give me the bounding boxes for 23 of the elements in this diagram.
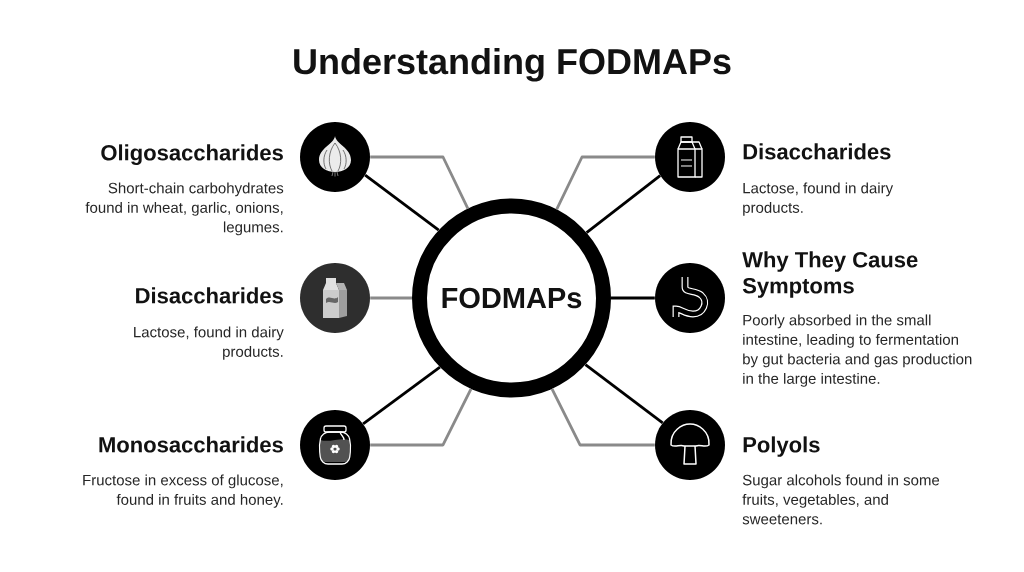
connector-line (370, 296, 412, 300)
title: Understanding FODMAPs (294, 47, 731, 82)
connector-line (370, 155, 470, 210)
description: Short-chain carbohydrates found in wheat, garlic, onions, legumes. (85, 182, 284, 236)
description: Lactose, found in dairy products. (134, 326, 284, 360)
heading: Why They Cause Symptoms (742, 251, 918, 298)
heading: Disaccharides (743, 143, 891, 160)
connector-line (550, 388, 655, 447)
connector-line (555, 155, 655, 210)
heading: Oligosaccharides (101, 144, 283, 165)
heading: Polyols (743, 436, 820, 457)
heading: Monosaccharides (99, 436, 283, 453)
connector-line (585, 174, 661, 234)
heading: Disaccharides (136, 287, 283, 304)
description: Sugar alcohols found in some fruits, vegetables, and sweeteners. (742, 474, 940, 525)
connector-line (364, 174, 440, 232)
connector-line (611, 296, 655, 300)
description: Lactose, found in dairy products. (743, 182, 894, 216)
connector-line (362, 366, 441, 425)
connector-line (370, 388, 473, 447)
description: Fructose in excess of glucose, found in fruits and honey. (83, 474, 283, 508)
description: Poorly absorbed in the small intestine, leading to fermentation by gut bacteria and gas production in the large intestine. (743, 314, 972, 387)
connector-line (584, 363, 664, 424)
